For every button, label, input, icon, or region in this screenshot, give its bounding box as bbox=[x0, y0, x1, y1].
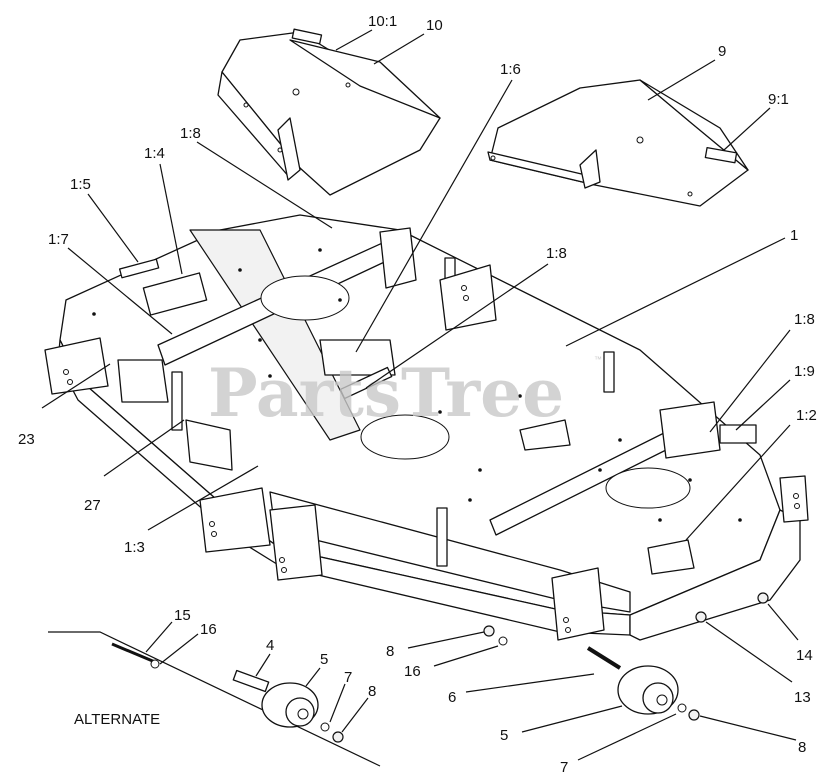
washer-16-left bbox=[150, 659, 160, 669]
callout-1-9: 1:9 bbox=[794, 363, 815, 380]
callout-15: 15 bbox=[174, 607, 191, 624]
callout-16-left: 16 bbox=[200, 621, 217, 638]
axle-spacer-4 bbox=[232, 669, 270, 693]
callout-6: 6 bbox=[448, 689, 456, 706]
callout-10-1: 10:1 bbox=[368, 13, 397, 30]
callout-16-mid: 16 bbox=[404, 663, 421, 680]
locknut-8-left bbox=[332, 731, 344, 743]
deflector-shield-10 bbox=[217, 28, 441, 196]
callout-1-8-right: 1:8 bbox=[794, 311, 815, 328]
locknut-8-mid bbox=[483, 625, 495, 637]
callout-4: 4 bbox=[266, 637, 274, 654]
leader-lines bbox=[41, 29, 799, 761]
callout-9: 9 bbox=[718, 43, 726, 60]
callout-8-mid: 8 bbox=[386, 643, 394, 660]
caster-wheel-5-right bbox=[617, 665, 679, 715]
callout-10: 10 bbox=[426, 17, 443, 34]
washer-7-left bbox=[320, 722, 330, 732]
axle-bolt-6 bbox=[586, 646, 622, 670]
bolt-13 bbox=[695, 611, 707, 623]
callout-8-right: 8 bbox=[798, 739, 806, 756]
callout-1: 1 bbox=[790, 227, 798, 244]
washer-7-right bbox=[677, 703, 687, 713]
callout-23: 23 bbox=[18, 431, 35, 448]
washer-16-mid bbox=[498, 636, 508, 646]
callout-1-7: 1:7 bbox=[48, 231, 69, 248]
callout-9-1: 9:1 bbox=[768, 91, 789, 108]
caster-bolt-15 bbox=[111, 642, 156, 664]
deflector-shield-9 bbox=[487, 79, 749, 207]
callout-1-4: 1:4 bbox=[144, 145, 165, 162]
mower-deck-1 bbox=[44, 214, 809, 641]
callout-5-left: 5 bbox=[320, 651, 328, 668]
callout-1-3: 1:3 bbox=[124, 539, 145, 556]
watermark: PartsTree bbox=[208, 354, 564, 432]
callout-7-left: 7 bbox=[344, 669, 352, 686]
callout-5-right: 5 bbox=[500, 727, 508, 744]
watermark-trademark: ™ bbox=[594, 355, 602, 364]
callout-27: 27 bbox=[84, 497, 101, 514]
callout-8-left: 8 bbox=[368, 683, 376, 700]
alternate-label: ALTERNATE bbox=[74, 711, 160, 728]
callout-1-5: 1:5 bbox=[70, 176, 91, 193]
callout-13: 13 bbox=[794, 689, 811, 706]
callout-1-6: 1:6 bbox=[500, 61, 521, 78]
callout-1-2: 1:2 bbox=[796, 407, 817, 424]
callout-14: 14 bbox=[796, 647, 813, 664]
callout-1-8-top: 1:8 bbox=[180, 125, 201, 142]
locknut-8-right bbox=[688, 709, 700, 721]
caster-wheel-5-left bbox=[261, 682, 319, 728]
nut-14 bbox=[757, 592, 769, 604]
alternate-outline bbox=[48, 631, 381, 767]
callout-7-right: 7 bbox=[560, 759, 568, 776]
callout-1-8-mid: 1:8 bbox=[546, 245, 567, 262]
